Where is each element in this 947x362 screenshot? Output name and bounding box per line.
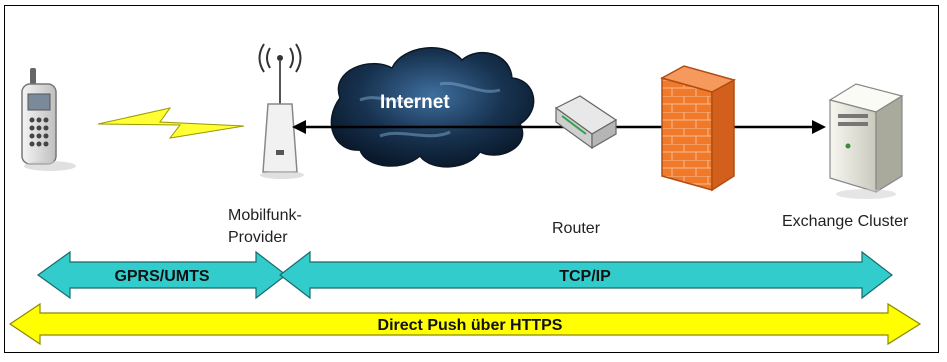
internet-label: Internet [380,92,450,113]
direct-push-label: Direct Push über HTTPS [378,317,563,334]
cloud-icon: Internet [330,47,535,168]
router-label: Router [552,220,601,237]
server-icon [828,83,904,199]
direct-push-span-arrow: Direct Push über HTTPS [8,302,922,346]
server-label: Exchange Cluster [782,213,909,230]
mobile-phone-icon [21,68,76,171]
antenna-label-line1: Mobilfunk- [228,207,302,224]
firewall-icon [660,65,736,192]
antenna-tower-icon [258,43,304,179]
gprs-umts-span-arrow: GPRS/UMTS [36,250,287,300]
gprs-umts-label: GPRS/UMTS [114,268,209,285]
router-icon [554,95,618,150]
tcpip-label: TCP/IP [559,268,611,285]
lightning-bolt-icon [97,107,245,139]
tcpip-span-arrow: TCP/IP [279,250,893,300]
antenna-label-line2: Provider [228,229,288,246]
